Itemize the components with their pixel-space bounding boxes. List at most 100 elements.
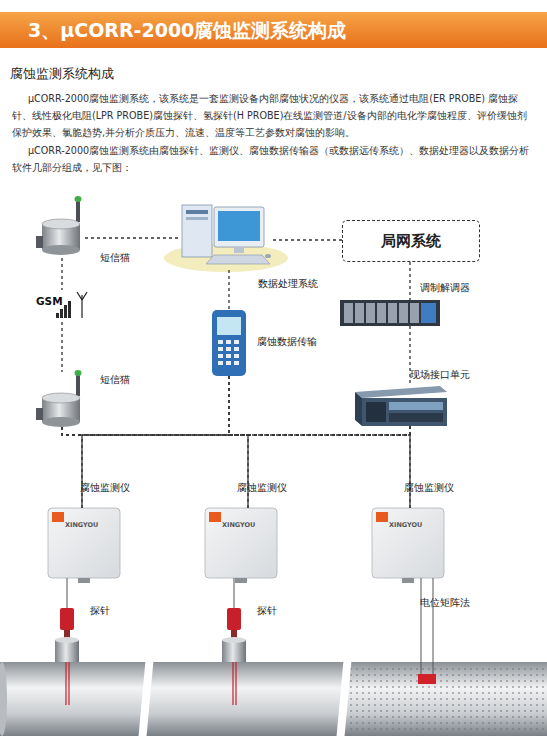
sms-modem: 短信猫 [40, 372, 85, 427]
dashed-connector [228, 270, 229, 310]
sms-modem-icon-part [36, 408, 43, 420]
sms-modem-icon-part [42, 417, 80, 427]
sms-modem-icon-part [75, 370, 82, 376]
section-heading: 腐蚀监测系统构成 [10, 66, 114, 83]
interface-unit-icon-part [366, 402, 386, 422]
node-label: 腐蚀监测仪 [404, 481, 454, 495]
interface-unit-icon-part [389, 402, 443, 410]
monitor-instrument-icon [205, 508, 277, 583]
handheld-icon-part [226, 354, 231, 358]
dashed-connector [409, 262, 410, 300]
gsm-signal-symbol-part [60, 309, 63, 318]
node-label: 腐蚀监测仪 [80, 481, 130, 495]
signal-wire [67, 578, 68, 608]
handheld-icon-part [226, 361, 231, 365]
probe-icon-part [60, 608, 74, 630]
gsm-signal-symbol-part [64, 305, 67, 318]
computer-icon-part [182, 205, 212, 257]
computer-icon-part [265, 254, 271, 258]
interface-unit-icon-part [355, 392, 362, 426]
page-title: 3、μCORR-2000腐蚀监测系统构成 [28, 18, 346, 44]
probe-icon-part [55, 640, 79, 662]
monitor-instrument-icon-part [48, 508, 120, 578]
interface-unit-icon-part [389, 413, 443, 422]
handheld-icon-part [217, 317, 241, 335]
sms-modem-icon [36, 196, 82, 255]
data-transmitter: 腐蚀数据传输 [212, 310, 246, 376]
modem-rack-icon-part [340, 300, 440, 326]
computer-icon-part [214, 207, 264, 247]
probe-icon-part [227, 608, 241, 630]
node-label: 腐蚀监测仪 [237, 481, 287, 495]
monitor-instrument-icon-part [376, 512, 388, 522]
brand-text: XINGYOU [65, 521, 98, 529]
monitor-instrument-icon-part [52, 512, 64, 522]
modem-rack-icon-part [377, 303, 386, 323]
monitor-instrument-icon [372, 508, 444, 583]
node-label: 短信猫 [100, 373, 130, 387]
monitor-instrument-icon [48, 508, 120, 583]
node-label: 局网系统 [343, 232, 479, 251]
title-bar [0, 12, 547, 48]
gsm-signal-symbol-part [68, 301, 71, 318]
pipe-part [336, 655, 352, 742]
probe-icon [222, 608, 246, 705]
node-label: 探针 [257, 604, 277, 618]
matrix-sensor-icon [418, 674, 436, 684]
handheld-icon [212, 310, 246, 376]
modem-rack-icon-part [421, 303, 436, 323]
pipe-part [0, 662, 7, 736]
brand-text: XINGYOU [389, 521, 422, 529]
probe-icon-part [65, 662, 66, 705]
monitor-instrument-icon-part [209, 512, 221, 522]
network-label: GSM [36, 295, 63, 307]
computer-icon-part [186, 210, 208, 214]
signal-wire [234, 578, 235, 608]
probe-icon-part [68, 662, 69, 705]
sms-modem-icon [36, 370, 82, 427]
sms-modem: 短信猫 [40, 198, 85, 258]
pipe-part [350, 664, 547, 734]
potential-matrix-sensor: 电位矩阵法 [418, 674, 436, 684]
node-label: 短信猫 [100, 251, 130, 265]
node-label: 调制解调器 [420, 281, 470, 295]
modem-rack-icon-part [344, 303, 353, 323]
probe-icon-part [235, 662, 236, 705]
probe-icon-part [222, 640, 246, 662]
probe: 探针 [222, 608, 246, 662]
dashed-connector [409, 426, 410, 508]
handheld-icon-part [234, 347, 239, 351]
dashed-connector [62, 427, 410, 508]
monitor-instrument: 腐蚀监测仪XINGYOU [205, 508, 277, 578]
modem-rack-icon-part [410, 303, 419, 323]
monitor-instrument-icon-part [402, 578, 414, 583]
dashed-connector [273, 239, 342, 240]
computer-icon-part [186, 217, 208, 220]
pipe-part [138, 655, 154, 742]
probe-icon-part [55, 637, 79, 643]
node-label: 电位矩阵法 [420, 596, 470, 610]
modem-rack-icon-part [388, 303, 397, 323]
pipe-part [0, 662, 547, 736]
handheld-icon-part [234, 354, 239, 358]
monitor-instrument-icon-part [235, 578, 247, 583]
probe-icon-part [232, 662, 233, 705]
interface-unit-icon-part [362, 398, 447, 426]
handheld-icon-part [226, 340, 231, 344]
node-label: 探针 [90, 604, 110, 618]
handheld-icon-part [218, 354, 223, 358]
body-paragraph: μCORR-2000腐蚀监测系统，该系统是一套监测设备内部腐蚀状况的仪器，该系统… [12, 90, 536, 141]
computer-icon-part [218, 211, 260, 241]
signal-wire [421, 578, 433, 674]
monitor-instrument-icon-part [372, 508, 444, 578]
computer-icon [164, 205, 288, 272]
gsm-signal-symbol-part [77, 292, 82, 300]
modem: 调制解调器 [340, 300, 440, 326]
dashed-connector [62, 427, 82, 508]
modem-rack-icon-part [399, 303, 408, 323]
sms-modem-icon-part [75, 196, 82, 202]
handheld-icon-part [226, 347, 231, 351]
handheld-icon-part [234, 340, 239, 344]
sms-modem-icon-part [42, 219, 80, 229]
